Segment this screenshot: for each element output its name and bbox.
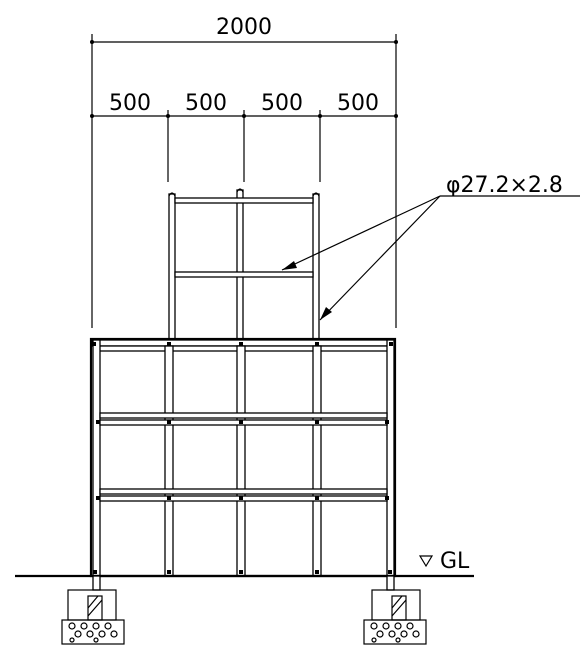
segment-dimensions: 500 500 500 500 (90, 91, 398, 182)
pipe-spec-label: φ27.2×2.8 (446, 173, 563, 198)
overall-dimension: 2000 (90, 15, 398, 328)
overall-dimension-label: 2000 (216, 15, 272, 40)
right-footing (363, 575, 427, 645)
main-frame (89, 337, 397, 578)
segment-dimension-label: 500 (185, 91, 227, 116)
segment-dimension-label: 500 (337, 91, 379, 116)
left-footing (61, 575, 125, 645)
upper-rear-frame (168, 188, 320, 345)
segment-dimension-label: 500 (109, 91, 151, 116)
ground-line: GL (15, 549, 474, 578)
segment-dimension-label: 500 (261, 91, 303, 116)
ground-level-label: GL (440, 549, 470, 574)
pipe-spec-leader: φ27.2×2.8 (281, 173, 580, 321)
